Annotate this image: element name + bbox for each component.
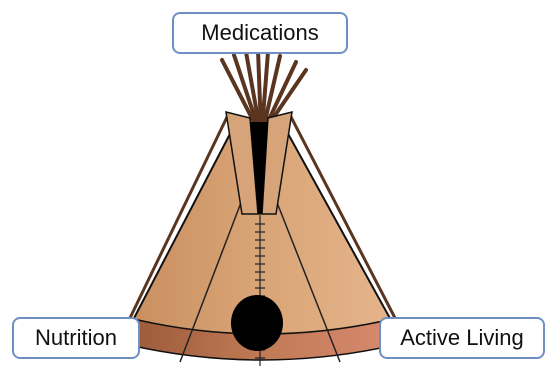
nutrition-label: Nutrition xyxy=(12,317,140,359)
medications-label: Medications xyxy=(172,12,348,54)
tipi-door xyxy=(231,295,283,351)
active-living-label: Active Living xyxy=(379,317,545,359)
